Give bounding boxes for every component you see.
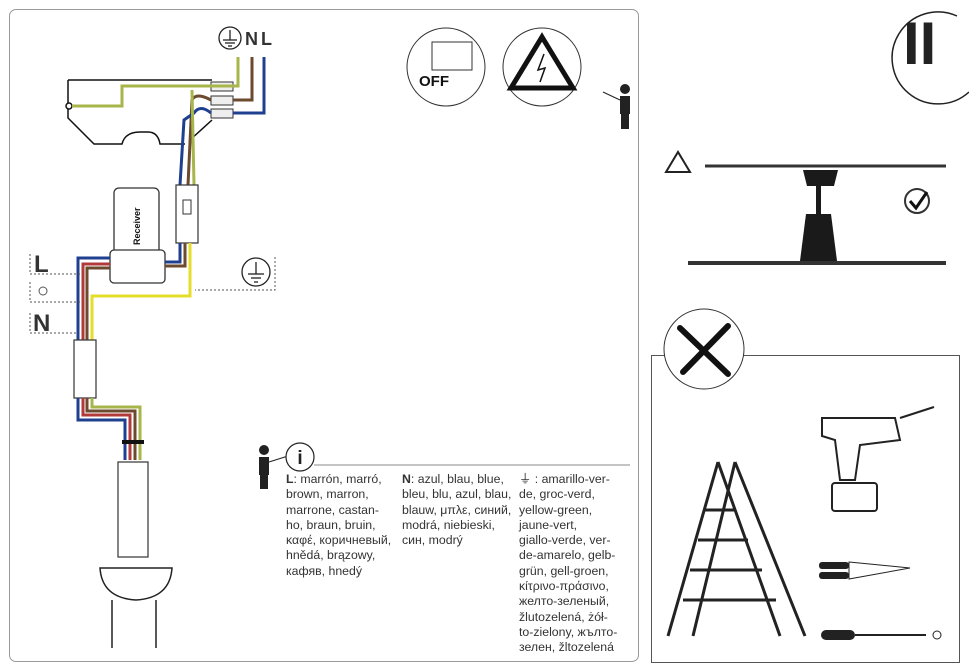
drill-icon [821, 406, 935, 512]
legend-line: bleu, blu, azul, blau, [402, 487, 512, 502]
instructor-icon [259, 445, 289, 489]
earth-symbol-icon [218, 26, 242, 50]
legend-line: желто-зеленый, [519, 594, 610, 609]
legend-line: кафяв, hnedý [286, 563, 362, 578]
earth-symbol-icon [241, 257, 271, 287]
legend-line: de, groc-verd, [519, 487, 595, 502]
legend-line: brown, marron, [286, 487, 369, 502]
legend-line: καφέ, коричневый, [286, 533, 392, 548]
earth-symbol-icon: ⏚ [519, 472, 532, 486]
wiring-panel [9, 9, 639, 662]
legend-line: žlutozelená, żół- [519, 609, 608, 624]
pliers-icon [819, 561, 911, 580]
legend-line: modrá, niebieski, [402, 517, 495, 532]
supply-neutral-label: N [245, 29, 258, 49]
side-neutral-label: N [33, 310, 51, 337]
supply-live-label: L [261, 29, 272, 49]
power-off-icon [406, 27, 486, 107]
instructor-icon [602, 84, 630, 129]
lamp-icon [38, 286, 48, 296]
legend-neutral: N: azul, blau, blue, bleu, blu, azul, bl… [402, 472, 520, 548]
live-key: L [286, 472, 294, 486]
legend-line: : amarillo-ver- [534, 472, 610, 486]
connector [73, 339, 97, 399]
legend-line: giallo-verde, ver- [519, 533, 611, 548]
legend-line: blauw, μπλε, синий, [402, 502, 512, 517]
check-icon [904, 188, 930, 214]
screwdriver-icon [821, 630, 942, 640]
legend-line: : marrón, marró, [293, 472, 382, 486]
side-live-label: L [34, 251, 49, 278]
legend-line: зелен, žltozelená [519, 640, 614, 655]
legend-line: marrone, castan- [286, 502, 379, 517]
downrod-connector [117, 461, 149, 558]
legend-earth: ⏚ : amarillo-ver- de, groc-verd, yellow-… [519, 472, 634, 656]
warning-icon [664, 150, 692, 173]
legend-line: hnědá, brązowy, [286, 548, 376, 563]
receiver-label: Receiver [132, 207, 142, 245]
info-icon [285, 442, 315, 472]
ladder-icon [666, 461, 807, 637]
tools-panel [651, 355, 960, 663]
legend-line: yellow-green, [519, 502, 593, 517]
legend-line: : azul, blau, blue, [410, 472, 504, 486]
legend-line: to-zielony, жълто- [519, 624, 618, 639]
legend-line: grün, gell-groen, [519, 563, 609, 578]
off-label: OFF [419, 73, 449, 90]
high-voltage-warning-icon [502, 27, 582, 107]
motor-housing [99, 567, 173, 601]
page-marker: II [903, 10, 937, 77]
neutral-key: N [402, 472, 411, 486]
legend-line: de-amarelo, gelb- [519, 548, 616, 563]
legend-line: κίτρινο-πράσινο, [519, 579, 609, 594]
svg-text:i: i [297, 448, 302, 469]
legend-line: ho, braun, bruin, [286, 517, 376, 532]
legend-line: син, modrý [402, 533, 463, 548]
legend-line: jaune-vert, [519, 517, 578, 532]
legend-live: L: marrón, marró, brown, marron, marrone… [286, 472, 401, 579]
